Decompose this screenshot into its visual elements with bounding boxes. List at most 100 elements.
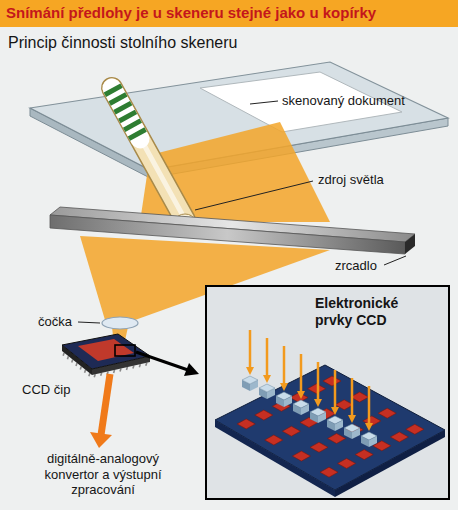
light-arrow [365, 386, 373, 431]
light-source-part [112, 88, 140, 139]
cell-top [276, 392, 292, 400]
cell-top [293, 400, 309, 408]
ccd-pad [323, 376, 341, 386]
detail-box: Elektronické prvky CCD [205, 285, 450, 500]
zoom-arrow-part [136, 352, 188, 370]
chip-pin [63, 353, 64, 356]
ccd-pad [338, 458, 356, 468]
arrow-shaft [249, 330, 252, 368]
chip-pin [80, 366, 81, 369]
cell-top [310, 408, 326, 416]
ccd-pad [406, 424, 424, 434]
ccd-pad [328, 434, 346, 444]
chip-pin [120, 369, 121, 372]
light-source [112, 88, 194, 226]
part-label: skenovaný dokument [282, 93, 405, 109]
arrow-shaft [351, 378, 354, 416]
output-arrow-part [90, 432, 112, 448]
subtitle: Princip činnosti stolního skeneru [8, 33, 237, 52]
ccd-pad [310, 442, 328, 452]
chip-pin [139, 364, 140, 367]
ccd-detail-illustration-part [215, 365, 445, 490]
ccd-detail-illustration-part [205, 285, 450, 500]
ccd-cell [276, 392, 292, 407]
ccd-cell [361, 432, 377, 447]
chip-pin [76, 363, 77, 366]
part-label: CCD čip [22, 382, 70, 398]
ccd-cell [259, 384, 275, 399]
chip-pin [146, 363, 147, 366]
chip-pin [72, 360, 73, 363]
light-arrow [314, 362, 322, 407]
ccd-pad [265, 435, 283, 445]
ccd-pad [308, 384, 326, 394]
arrow-shaft [334, 370, 337, 408]
leader-lines-part [384, 256, 406, 265]
ccd-pad [255, 410, 273, 420]
ccd-pad [390, 432, 408, 442]
chip-pin [67, 356, 68, 359]
light-arrow [331, 370, 339, 415]
ccd-chip [62, 334, 150, 377]
mirror-part [405, 234, 415, 254]
chip-pin [94, 374, 95, 377]
arrow-shaft [368, 386, 371, 424]
ccd-pad [320, 467, 338, 477]
mirror [50, 207, 415, 254]
ccd-cell [310, 408, 326, 423]
output-label: digitálně-analogový konvertor a výstupní… [28, 451, 178, 498]
arrow-head [365, 423, 373, 431]
ccd-cell [344, 424, 360, 439]
chip-pin [114, 370, 115, 373]
ccd-pad [351, 392, 369, 402]
arrow-head [263, 375, 271, 383]
ccd-pad [237, 419, 255, 429]
title-bar [0, 0, 458, 27]
ccd-detail-illustration [205, 285, 450, 500]
part-label: čočka [38, 314, 72, 330]
arrow-shaft [300, 354, 303, 392]
arrow-head [314, 399, 322, 407]
arrow-head [348, 415, 356, 423]
light-source-part [112, 88, 185, 220]
chip-pin [85, 370, 86, 373]
light-source-part [112, 88, 185, 220]
light-source-part [112, 88, 140, 139]
ccd-chip-part [78, 339, 134, 361]
leader-lines-part [78, 322, 100, 323]
ccd-cell [242, 376, 258, 391]
chip-pin [89, 373, 90, 376]
ccd-detail-illustration-part [215, 420, 335, 497]
leader-lines-part [195, 181, 313, 210]
chip-pin [101, 373, 102, 376]
lens [102, 317, 138, 329]
light-arrow [348, 378, 356, 423]
zoom-arrow [136, 352, 199, 376]
arrow-head [280, 383, 288, 391]
output-arrow-part [101, 374, 110, 435]
arrow-shaft [317, 362, 320, 400]
cell-top [327, 416, 343, 424]
chip-pin [133, 366, 134, 369]
output-arrow [90, 374, 112, 448]
part-label: zdroj světla [318, 172, 384, 188]
leader-lines-part [250, 101, 278, 104]
part-label: zrcadlo [335, 258, 377, 274]
cell-top [361, 432, 377, 440]
title: Snímání předlohy je u skeneru stejné jak… [6, 4, 376, 22]
light-arrow [280, 346, 288, 391]
ccd-detail-illustration-part [335, 430, 445, 497]
arrow-shaft [266, 338, 269, 376]
cell-top [242, 376, 258, 384]
chip-pin [126, 367, 127, 370]
light-arrow [297, 354, 305, 399]
zoom-arrow-part [184, 363, 199, 376]
cell-top [344, 424, 360, 432]
arrow-shaft [283, 346, 286, 384]
ccd-cell [293, 400, 309, 415]
light-arrow [263, 338, 271, 383]
